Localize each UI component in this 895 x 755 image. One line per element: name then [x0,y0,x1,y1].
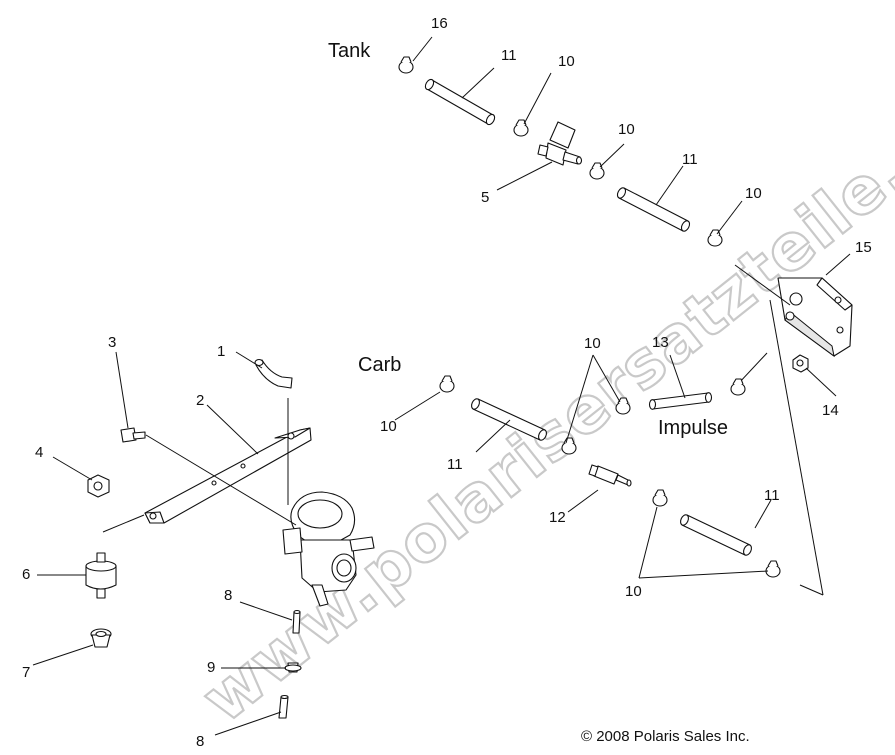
callout-8-lower: 8 [196,733,204,750]
copyright-text: © 2008 Polaris Sales Inc. [581,728,750,745]
hose-11-lower-icon [680,514,752,556]
callout-11-carb: 11 [447,456,463,473]
clamp-10-top-icon [513,119,529,137]
callout-6: 6 [22,566,30,583]
callout-11-mid: 11 [682,151,698,168]
callout-11-lower: 11 [764,487,780,504]
callout-7: 7 [22,664,30,681]
clamp-16-icon [398,56,414,74]
callout-10-pump: 10 [745,185,762,202]
clamp-10-carb-icon [439,375,455,393]
callout-10-top: 10 [558,53,575,70]
callout-11-top: 11 [501,47,517,64]
callout-8-upper: 8 [224,587,232,604]
impulse-hose-13-icon [648,392,713,410]
callout-16: 16 [431,15,448,32]
fuel-filter-12-icon [588,464,632,487]
callout-10-bottom: 10 [625,583,642,600]
callout-14: 14 [822,402,839,419]
nut-4-icon [87,474,110,498]
callout-3: 3 [108,334,116,351]
pin-8-upper-icon [292,609,301,634]
callout-2: 2 [196,392,204,409]
clamp-10-right-icon [707,229,723,247]
clamp-10-lower-mid-icon [652,489,668,507]
hose-11-carb-icon [471,398,547,441]
callout-9: 9 [207,659,215,676]
clamp-10-impulse-icon [730,378,746,396]
impulse-label: Impulse [658,417,728,439]
fuel-valve-5-icon [537,121,583,166]
hose-11-top-icon [424,78,496,126]
nut-14-icon [792,354,809,373]
carburetor-icon [282,491,375,607]
clamp-10-mid-upper-icon [615,397,631,415]
callout-13: 13 [652,334,669,351]
tank-label: Tank [328,40,371,62]
pin-8-lower-icon [278,694,289,719]
callout-10-mid: 10 [584,335,601,352]
callout-12: 12 [549,509,566,526]
clamp-10-bottom-right-icon [765,560,781,578]
fuel-pump-15-icon [777,277,853,358]
hose-11-middle-icon [616,187,691,232]
callout-15: 15 [855,239,872,256]
callout-1: 1 [217,343,225,360]
callout-10-carb: 10 [380,418,397,435]
bolt-3-icon [120,427,146,443]
mount-6-icon [85,552,117,599]
callout-4: 4 [35,444,43,461]
bracket-2-icon [144,427,312,524]
callout-10-valve: 10 [618,121,635,138]
carb-label: Carb [358,354,401,376]
grommet-7-icon [90,628,112,648]
callout-5: 5 [481,189,489,206]
vent-hose-1-icon [254,358,293,389]
clamp-10-mid-lower-icon [561,437,577,455]
